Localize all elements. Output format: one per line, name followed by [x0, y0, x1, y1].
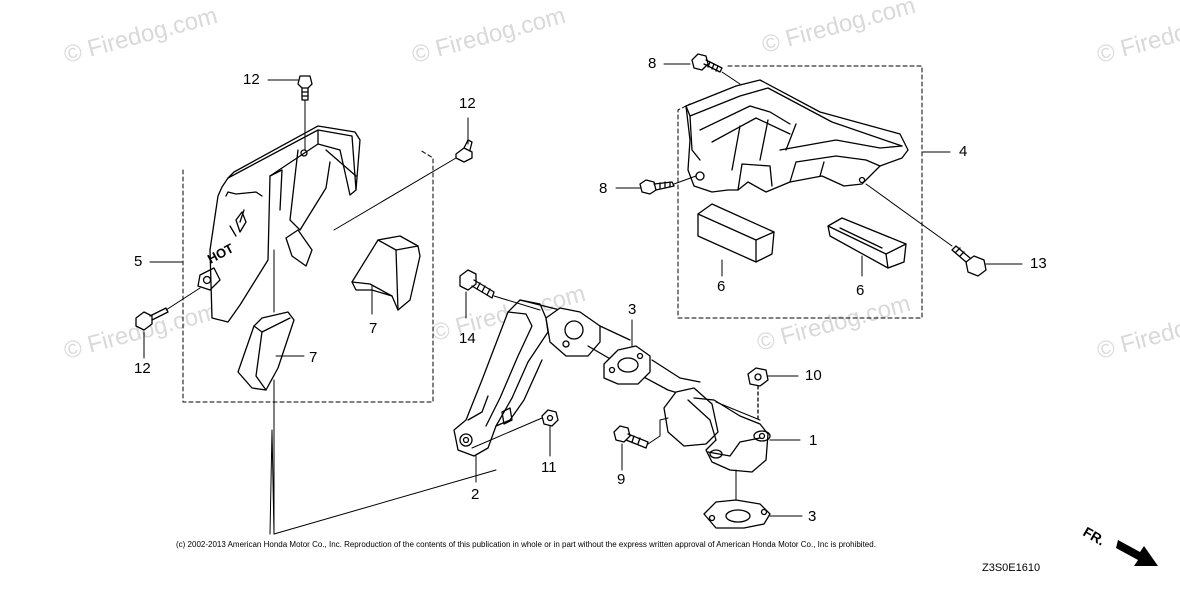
callout-3-lower: 3 [808, 508, 817, 525]
bolt-12-right [455, 139, 473, 163]
leader-14-to-pipe [493, 295, 541, 311]
heat-pad-7a [351, 235, 421, 311]
bolt-9 [613, 425, 649, 449]
copyright-notice: (c) 2002-2013 American Honda Motor Co., … [176, 540, 876, 549]
diagram-code: Z3S0E1610 [982, 562, 1041, 574]
nut-10 [747, 367, 769, 421]
callout-7-lower: 7 [309, 349, 318, 366]
leader-13-to-shield [865, 183, 953, 247]
heat-pad-7b [237, 311, 295, 391]
heat-shield-left [197, 125, 361, 323]
muffler-bracket [453, 299, 561, 457]
leader-9-bracket [647, 417, 669, 445]
nut-11 [541, 409, 559, 427]
callout-8-top: 8 [648, 55, 657, 72]
group-box-left [182, 149, 434, 403]
leader-1-up [715, 401, 761, 421]
callout-10: 10 [805, 367, 822, 384]
heat-pad-6b [827, 217, 907, 269]
exhaust-pipe [545, 307, 771, 473]
bolt-12-top [297, 75, 313, 101]
callout-1: 1 [809, 432, 818, 449]
callout-14: 14 [459, 330, 476, 347]
leader-11-to-bracket [471, 417, 543, 449]
callout-12-top: 12 [243, 71, 260, 88]
callout-12-right: 12 [459, 95, 476, 112]
callout-8-left: 8 [599, 180, 608, 197]
gasket-lower [703, 499, 771, 529]
callout-6-right: 6 [856, 282, 865, 299]
leader-7-merge [269, 249, 497, 535]
callout-7-upper: 7 [369, 320, 378, 337]
heat-shield-right [685, 79, 909, 193]
callout-6-left: 6 [717, 278, 726, 295]
bolt-8-left [639, 179, 675, 195]
callout-12-left: 12 [134, 360, 151, 377]
leader-8-top-to-shield [721, 71, 741, 85]
callout-13: 13 [1030, 255, 1047, 272]
gasket-upper [603, 345, 651, 385]
callout-11: 11 [541, 459, 557, 476]
bolt-12-left [135, 307, 169, 331]
leader-8-left-to-shield [673, 175, 697, 185]
leader-12-right-to-shield [333, 157, 457, 231]
callout-2: 2 [471, 486, 480, 503]
group-box-right [677, 65, 923, 319]
callout-9: 9 [617, 471, 626, 488]
bolt-8-top [691, 53, 723, 73]
heat-pad-6a [697, 203, 775, 263]
front-direction-arrow [1116, 540, 1158, 566]
callout-4: 4 [959, 143, 968, 160]
bolt-13 [951, 245, 987, 277]
bolt-14 [459, 269, 495, 299]
callout-5: 5 [134, 253, 143, 270]
callout-3-upper: 3 [628, 301, 637, 318]
leader-12-left-to-shield [165, 287, 201, 311]
